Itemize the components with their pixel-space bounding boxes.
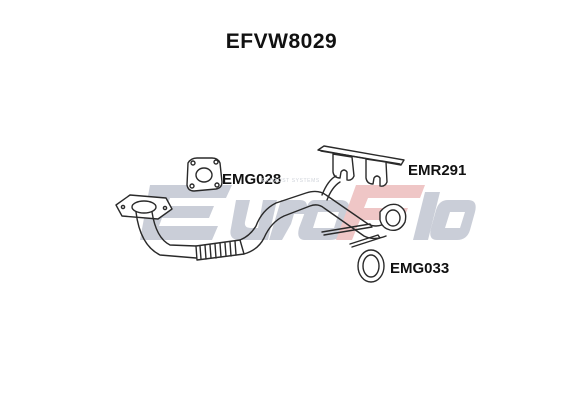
rubber-hanger-icon	[317, 145, 405, 187]
part-label-emr291: EMR291	[408, 162, 467, 179]
part-label-emg033: EMG033	[390, 260, 450, 277]
hanger-pin-icon	[321, 223, 381, 248]
page-title: EFVW8029	[225, 30, 338, 53]
part-label-emg028: EMG028	[222, 171, 282, 188]
ring-gasket-icon	[357, 249, 385, 283]
watermark-tagline: EXHAUST SYSTEMS	[262, 178, 320, 184]
exhaust-pipe-icon	[115, 175, 407, 261]
four-bolt-gasket-icon	[186, 157, 223, 192]
